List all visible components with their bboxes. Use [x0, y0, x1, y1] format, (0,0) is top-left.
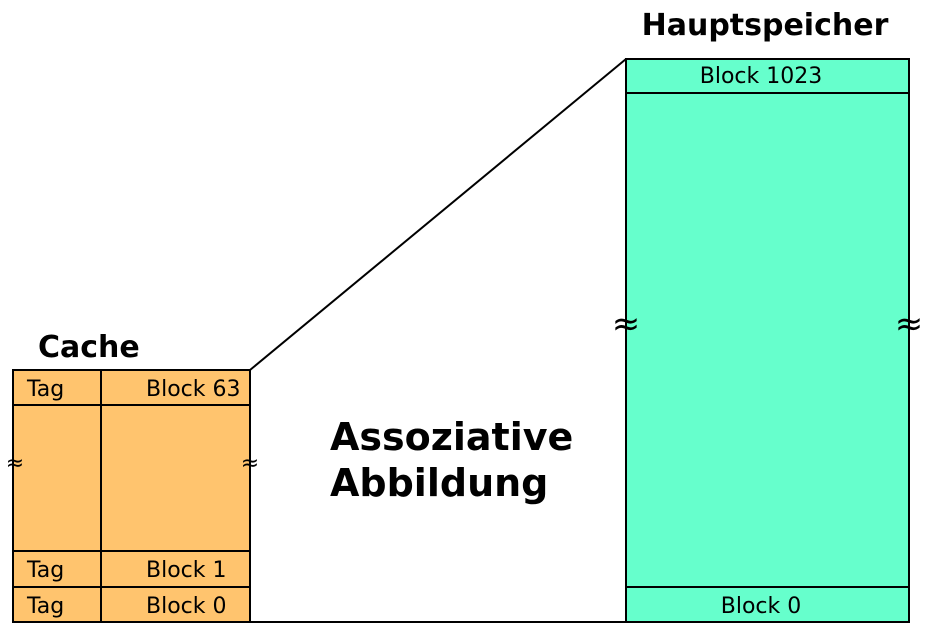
cache-block-label: Block 0: [146, 594, 227, 619]
cache-gap-symbol-left: ≈: [6, 451, 24, 476]
mapping-caption-line1: Assoziative: [330, 415, 573, 459]
mapping-caption-line2: Abbildung: [330, 461, 548, 505]
cache-gap-symbol-right: ≈: [241, 451, 259, 476]
cache-tag-label: Tag: [26, 594, 64, 619]
cache-title: Cache: [38, 330, 140, 365]
main-memory-bottom-block: Block 0: [721, 594, 802, 619]
cache-block-label: Block 63: [146, 377, 241, 402]
cache-tag-label: Tag: [26, 377, 64, 402]
cache-block-label: Block 1: [146, 558, 227, 583]
main-memory-gap-symbol-left: ≈: [612, 304, 641, 344]
main-memory-gap-symbol-right: ≈: [895, 304, 924, 344]
mapping-line-top: [249, 58, 627, 371]
main-memory-body: [625, 58, 910, 623]
main-memory-title: Hauptspeicher: [642, 8, 889, 43]
cache-block: Tag Block 63 Tag Block 1 Tag Block 0 ≈ ≈: [6, 369, 259, 623]
cache-tag-label: Tag: [26, 558, 64, 583]
main-memory-block: Block 1023 Block 0 ≈ ≈: [612, 58, 924, 623]
cache-body: [12, 369, 251, 623]
main-memory-top-block: Block 1023: [700, 64, 822, 89]
